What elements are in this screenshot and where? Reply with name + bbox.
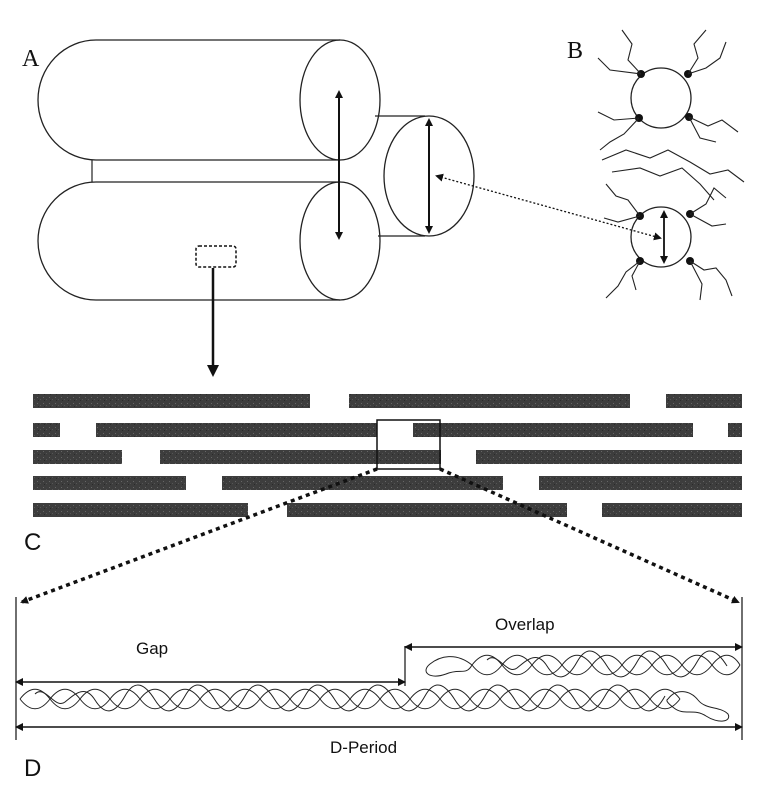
- fibril-cylinder-top: [37, 39, 340, 161]
- molecule-bar: [160, 450, 441, 464]
- fibril-selection-box: [195, 245, 237, 268]
- panel-label-c: C: [24, 529, 41, 556]
- gap-label: Gap: [136, 639, 168, 658]
- fibril-circle-bottom: [630, 206, 692, 268]
- expansion-line-left: [20, 467, 378, 604]
- panel-b-crosslinks: [597, 29, 745, 301]
- panel-d-period: Gap Overlap D-Period: [15, 597, 743, 757]
- panel-label-d: D: [24, 755, 41, 782]
- molecule-bar: [96, 423, 377, 437]
- molecule-bar: [539, 476, 742, 490]
- triple-helix-lower: [19, 684, 730, 722]
- molecule-bar: [413, 423, 693, 437]
- panel-c-staggered-array: [33, 394, 742, 517]
- panel-a-fibrils: [37, 39, 475, 377]
- panel-label-b: B: [567, 38, 583, 64]
- telopeptide-coil-upper: [425, 656, 473, 677]
- overlap-label: Overlap: [495, 615, 555, 634]
- molecule-bar: [33, 394, 310, 408]
- molecule-bar: [476, 450, 742, 464]
- d-period-label: D-Period: [330, 738, 397, 757]
- d-period-selection-box: [376, 419, 441, 470]
- molecule-bar: [33, 423, 60, 437]
- expansion-line-right: [439, 467, 740, 604]
- molecule-bar: [728, 423, 742, 437]
- molecule-bar: [602, 503, 742, 517]
- fibril-circle-top: [630, 67, 692, 129]
- molecule-bar: [222, 476, 503, 490]
- molecule-bar: [33, 503, 248, 517]
- crosslink-chains: [597, 29, 745, 301]
- molecule-bar: [33, 476, 186, 490]
- molecule-bar: [287, 503, 567, 517]
- triple-helix-upper: [425, 650, 741, 678]
- panel-label-a: A: [22, 46, 40, 72]
- telopeptide-coil-lower: [666, 691, 730, 722]
- molecule-bar: [349, 394, 630, 408]
- molecule-bar: [33, 450, 122, 464]
- cross-section-link-arrow: [435, 173, 662, 241]
- molecule-bar: [666, 394, 742, 408]
- fibril-cylinder-bottom: [37, 181, 340, 301]
